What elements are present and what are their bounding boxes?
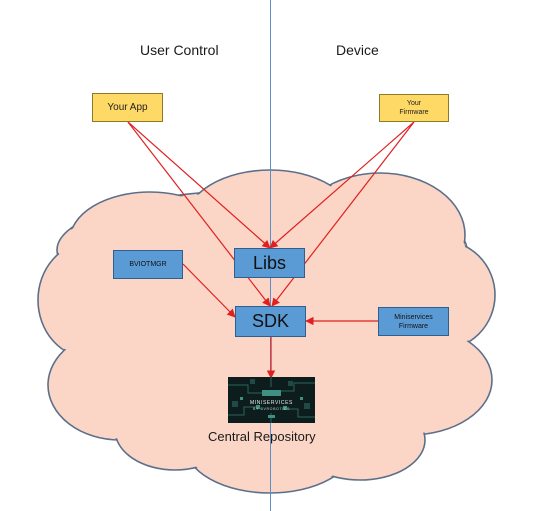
user-control-header: User Control <box>140 42 219 58</box>
your-app-label: Your App <box>107 102 148 113</box>
your-firmware-label-line1: Your <box>406 100 422 107</box>
device-header: Device <box>336 42 379 58</box>
bviotmgr-box: BVIOTMGR <box>113 250 183 279</box>
arrow-firmware-to-sdk <box>271 121 415 307</box>
cloud-group <box>37 169 496 494</box>
bviotmgr-label: BVIOTMGR <box>129 261 167 268</box>
your-firmware-label-line2: Firmware <box>399 109 429 116</box>
your-firmware-box: Your Firmware <box>379 94 449 122</box>
sdk-box: SDK <box>235 306 306 337</box>
arrow-yourapp-to-libs <box>127 121 271 249</box>
repo-logo-line1: MINISERVICES <box>250 400 293 406</box>
repo-logo-line2: BY BVROBOTICS <box>252 407 291 411</box>
circuit-pattern <box>228 377 315 423</box>
central-repository-image: MINISERVICES BY BVROBOTICS <box>228 377 315 423</box>
arrow-firmware-to-libs <box>269 121 415 249</box>
arrow-bviotmgr-to-sdk <box>182 263 236 318</box>
miniservices-firmware-label-line2: Firmware <box>398 322 429 330</box>
sdk-label: SDK <box>251 311 289 331</box>
libs-label: Libs <box>252 252 287 273</box>
miniservices-firmware-label-line1: Miniservices <box>394 313 433 321</box>
miniservices-firmware-box: Miniservices Firmware <box>378 307 449 336</box>
your-app-box: Your App <box>92 93 163 122</box>
libs-box: Libs <box>234 248 305 278</box>
central-repository-label: Central Repository <box>208 429 316 444</box>
